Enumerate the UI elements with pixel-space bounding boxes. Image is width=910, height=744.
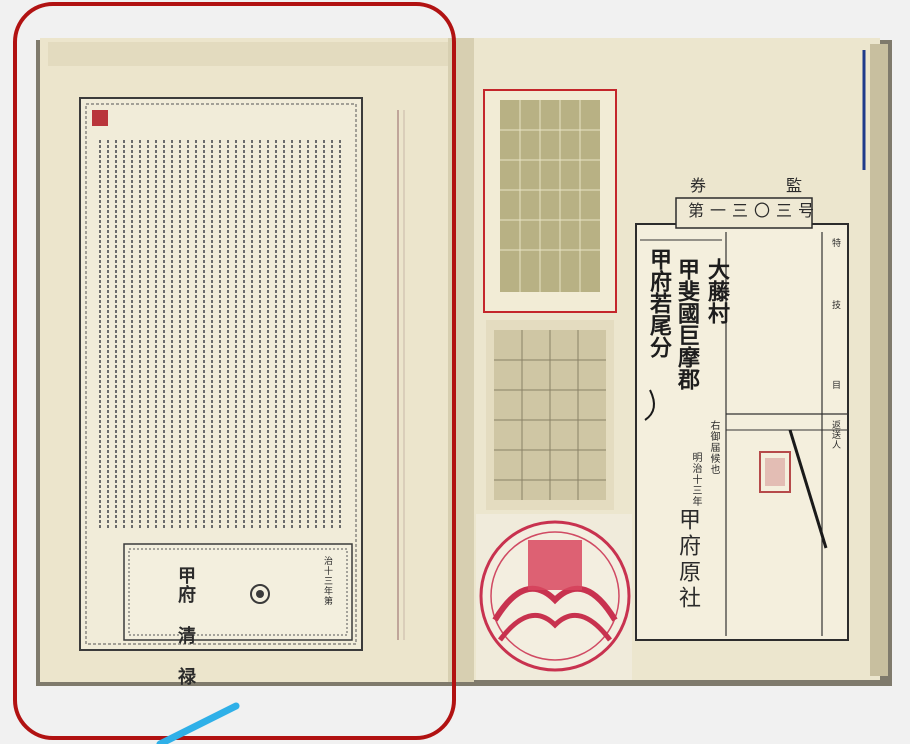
date-print: 明治十三年	[690, 452, 701, 507]
gutter	[448, 38, 474, 682]
publisher-box	[123, 543, 353, 641]
stamp-inner-ring	[490, 531, 620, 661]
handwritten-text-1: 甲斐國巨摩郡	[674, 258, 699, 390]
document-border	[85, 103, 357, 645]
publisher-title: 甲府 清 禄	[175, 566, 196, 686]
small-seal	[92, 110, 108, 126]
printed-block: 右御届候也	[708, 420, 719, 475]
text-columns	[99, 140, 341, 530]
printed-table	[500, 100, 600, 292]
cert-col-c: 目	[830, 380, 840, 390]
certificate-heading-right: 監	[786, 176, 804, 195]
certificate	[635, 223, 849, 641]
table-grid	[500, 100, 600, 292]
crest-center	[256, 590, 264, 598]
red-square-seal	[759, 451, 791, 493]
top-band	[48, 42, 448, 66]
red-highlight-box	[13, 2, 456, 740]
cert-col-a: 特	[830, 238, 840, 248]
date-line: 治十三年第	[322, 556, 332, 606]
handwritten-text-2: 大藤村	[704, 258, 729, 324]
ink-stroke	[644, 389, 655, 421]
page-edges	[870, 44, 888, 676]
certificate-number: 第一三〇三号	[688, 201, 821, 220]
seal-fill	[765, 458, 785, 486]
certificate-heading-left: 券	[690, 176, 708, 195]
ink-stroke	[788, 429, 828, 549]
cert-col-b: 技	[830, 300, 840, 310]
cert-col-d: 返送人	[830, 420, 840, 450]
publisher-box-border	[128, 548, 348, 636]
stamp-center-block	[528, 540, 582, 590]
stamp-wave-pattern	[498, 613, 612, 642]
second-table-grid	[494, 330, 606, 500]
stamp-wave-pattern	[492, 585, 618, 622]
issuer-name: 甲府原社	[675, 508, 700, 612]
certificate-number-tab	[675, 197, 813, 229]
chrysanthemum-crest	[250, 584, 270, 604]
blue-pointer-arrow	[156, 702, 240, 744]
handwritten-text-3: 甲府若尾分	[646, 248, 671, 358]
